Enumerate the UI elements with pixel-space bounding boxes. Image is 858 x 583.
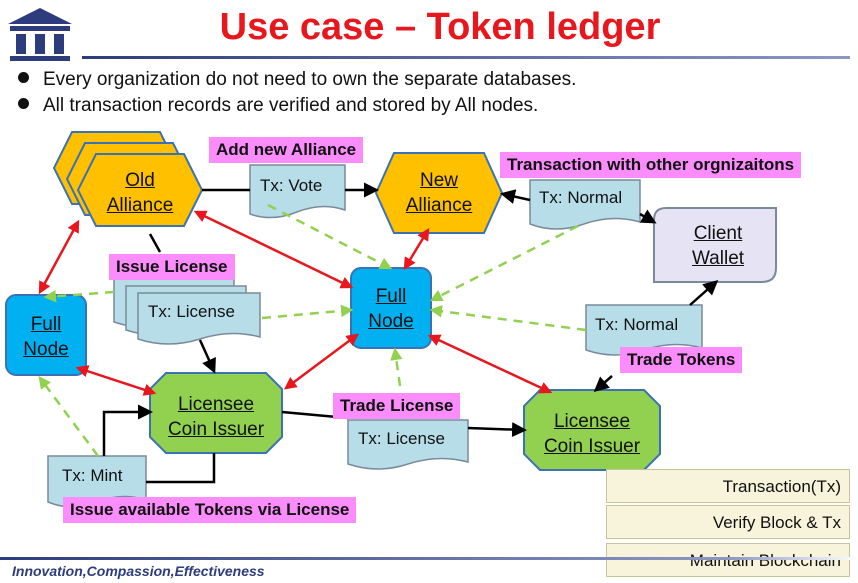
callout-issue-license: Issue License xyxy=(109,254,235,280)
licensee-left-label: Licensee Coin Issuer xyxy=(150,392,282,442)
legend-maintain: Maintain Blockchain xyxy=(606,543,850,577)
client-wallet-shape xyxy=(653,207,777,283)
full-node-left-line-1: Full xyxy=(30,314,62,335)
legend-verify-label: Verify Block & Tx xyxy=(712,513,841,532)
tx-normal-top-doc xyxy=(529,179,641,230)
licensee-left-line-1: Licensee xyxy=(177,394,255,415)
legend-transaction-label: Transaction(Tx) xyxy=(722,477,841,496)
old-alliance-line-2: Alliance xyxy=(106,195,174,216)
callout-trade-tokens: Trade Tokens xyxy=(620,347,743,373)
footer-divider xyxy=(0,557,858,560)
tx-license-left-label: Tx: License xyxy=(148,302,235,321)
footer-tagline: Innovation,Compassion,Effectiveness xyxy=(12,563,265,579)
old-alliance-line-1: Old xyxy=(125,170,155,191)
licensee-right-line-1: Licensee xyxy=(553,411,631,432)
new-alliance-label: New Alliance xyxy=(394,168,484,218)
full-node-center-line-1: Full xyxy=(375,286,407,307)
tx-license-mid-doc xyxy=(347,419,469,470)
callout-transaction-other: Transaction with other orgnizaitons xyxy=(500,152,802,178)
licensee-right-label: Licensee Coin Issuer xyxy=(524,409,660,459)
full-node-left-label: Full Node xyxy=(6,312,86,362)
callout-trade-license: Trade License xyxy=(333,393,461,419)
footer-word-2: Compassion, xyxy=(86,563,175,579)
tx-normal-mid-label: Tx: Normal xyxy=(595,315,679,334)
callout-issue-tokens: Issue available Tokens via License xyxy=(63,497,357,523)
footer-word-3: Effectiveness xyxy=(174,563,265,579)
tx-normal-top-label: Tx: Normal xyxy=(539,188,623,207)
callout-add-alliance: Add new Alliance xyxy=(209,137,364,163)
new-alliance-line-2: Alliance xyxy=(405,195,473,216)
tx-license-mid-label: Tx: License xyxy=(358,429,445,448)
client-wallet-line-1: Client xyxy=(693,223,743,244)
bullet-dot-icon xyxy=(18,98,29,109)
legend-transaction: Transaction(Tx) xyxy=(606,469,850,503)
bullet-text: All transaction records are verified and… xyxy=(43,95,539,116)
client-wallet-label: Client Wallet xyxy=(660,221,776,271)
full-node-left-line-2: Node xyxy=(23,339,69,360)
page-title: Use case – Token ledger xyxy=(219,6,661,48)
logo-icon xyxy=(8,8,72,61)
licensee-right-line-2: Coin Issuer xyxy=(543,436,641,457)
tx-mint-label: Tx: Mint xyxy=(62,466,123,485)
tx-license-left-doc xyxy=(137,292,261,345)
bullet-2: All transaction records are verified and… xyxy=(18,94,538,118)
legend-verify: Verify Block & Tx xyxy=(606,505,850,539)
tx-vote-label: Tx: Vote xyxy=(260,176,323,195)
old-alliance-label: Old Alliance xyxy=(96,168,184,218)
old-alliance-shape xyxy=(76,153,204,227)
full-node-center-label: Full Node xyxy=(351,284,431,334)
title-divider xyxy=(82,56,850,59)
client-wallet-line-2: Wallet xyxy=(691,248,745,269)
licensee-left-line-2: Coin Issuer xyxy=(167,419,265,440)
bullet-text: Every organization do not need to own th… xyxy=(43,69,577,90)
bullet-dot-icon xyxy=(18,72,29,83)
footer-word-1: Innovation, xyxy=(12,563,87,579)
full-node-center-line-2: Node xyxy=(368,311,414,332)
bullet-1: Every organization do not need to own th… xyxy=(18,68,576,92)
new-alliance-line-1: New xyxy=(419,170,458,191)
legend-maintain-label: Maintain Blockchain xyxy=(689,551,841,570)
